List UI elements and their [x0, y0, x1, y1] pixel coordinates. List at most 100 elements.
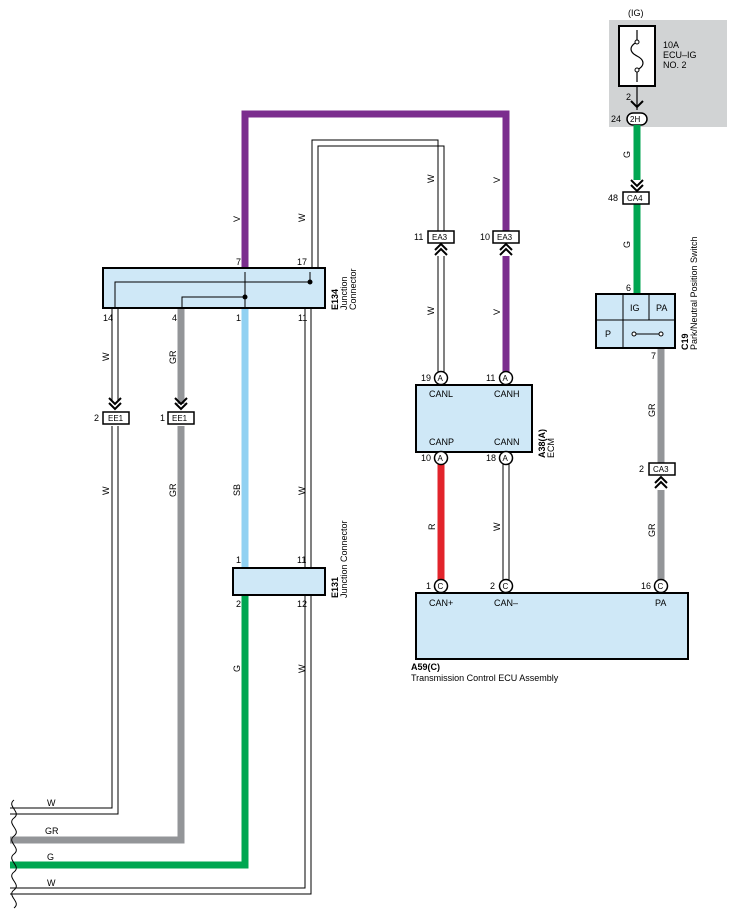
- e134-pin-7: 7: [236, 257, 241, 267]
- e134-code: E134: [330, 289, 340, 310]
- e131-code: E131: [330, 577, 340, 598]
- ecm-terminal-canp: [433, 450, 449, 466]
- wire-label-sb: SB: [232, 484, 242, 496]
- tcm-terminal-pa-letter: C: [658, 582, 664, 591]
- output-label-1: W: [47, 798, 56, 808]
- ecm-terminal-canl-letter: A: [438, 374, 444, 383]
- connector-ca4: [622, 191, 650, 205]
- wire-label-v-1: V: [232, 216, 242, 222]
- c19-p: P: [605, 329, 611, 339]
- tcm-box: [415, 592, 689, 660]
- connector-ee1-left: [102, 411, 130, 425]
- wire-label-gr-4: GR: [168, 483, 178, 497]
- wire-label-w-8: W: [297, 664, 307, 673]
- ecm-code: A38(A): [537, 429, 547, 458]
- fuse-name: ECU–IG: [663, 50, 697, 60]
- wire-v-purple-top: [241, 110, 510, 268]
- e131-pin-2: 2: [236, 599, 241, 609]
- wire-label-w-2: W: [426, 174, 436, 183]
- tcm-pin-1: 1: [426, 581, 431, 591]
- wire-label-w-1: W: [297, 213, 307, 222]
- wire-label-r: R: [427, 523, 437, 530]
- wire-label-gr-3: GR: [168, 350, 178, 364]
- tcm-terminal-canp: [433, 578, 449, 594]
- wire-label-gr-1: GR: [647, 403, 657, 417]
- e134-pin-4: 4: [172, 313, 177, 323]
- output-label-2: GR: [45, 826, 59, 836]
- tcm-name: Transmission Control ECU Assembly: [411, 673, 559, 683]
- e134-name-line1: Junction: [339, 276, 349, 310]
- wire-label-g-3: G: [232, 665, 242, 672]
- connector-ea3-right-pin: 10: [480, 232, 490, 242]
- connector-ea3-left-pin: 11: [414, 232, 423, 242]
- wire-label-gr-2: GR: [647, 523, 657, 537]
- wire-label-v-3: V: [492, 309, 502, 315]
- output-label-3: G: [47, 852, 54, 862]
- c19-park-neutral-switch: [595, 293, 676, 349]
- ecm-terminal-canh: [498, 370, 514, 386]
- connector-ca3: [648, 462, 676, 476]
- connector-ee1-right-pin: 1: [160, 413, 165, 423]
- tcm-canp: CAN+: [429, 598, 453, 608]
- wire-label-w-3: W: [426, 306, 436, 315]
- wire-w-loop-17: [311, 139, 445, 268]
- fuse-pin-2: 2: [626, 92, 631, 102]
- connector-2h-label: 2H: [630, 115, 640, 124]
- wire-w-canl: [437, 256, 445, 372]
- tcm-pin-16: 16: [641, 581, 651, 591]
- output-label-4: W: [47, 878, 56, 888]
- wire-w-output-1: [10, 426, 119, 815]
- tcm-pa: PA: [655, 598, 666, 608]
- connector-ca3-label: CA3: [653, 465, 669, 474]
- ecm-pin-19: 19: [421, 373, 431, 383]
- chevron-down-icon: [174, 397, 188, 411]
- e134-pin-11: 11: [298, 313, 307, 323]
- tcm-terminal-cann: [498, 578, 514, 594]
- connector-ee1-left-pin: 2: [94, 413, 99, 423]
- e134-pin-14: 14: [103, 313, 113, 323]
- chevron-up-icon: [434, 242, 448, 256]
- c19-name: Park/Neutral Position Switch: [689, 236, 699, 350]
- ecm-canl: CANL: [429, 389, 453, 399]
- chevron-down-icon: [630, 179, 644, 193]
- ecm-pin-10: 10: [421, 453, 431, 463]
- chevron-up-icon: [499, 242, 513, 256]
- chevron-down-icon: [630, 100, 644, 109]
- c19-pa: PA: [656, 303, 667, 313]
- fuse-rating: 10A: [663, 40, 679, 50]
- wire-labels: V W W V W V G G GR GR W GR W GR SB W R W…: [101, 151, 657, 673]
- c19-contact-right: [658, 331, 664, 337]
- wire-label-g-1: G: [622, 151, 632, 158]
- tcm-pin-2: 2: [490, 581, 495, 591]
- c19-contact-left: [631, 331, 637, 337]
- fuse-terminal-top: [634, 39, 640, 45]
- tcm-terminal-cann-letter: C: [503, 582, 509, 591]
- e134-splice-dot: [307, 279, 313, 285]
- fuse-name-number: NO. 2: [663, 60, 687, 70]
- wire-w-e134-11: [304, 308, 312, 568]
- c19-ig: IG: [630, 303, 640, 313]
- ecm-name: ECM: [546, 438, 556, 458]
- ecm-terminal-cann-letter: A: [503, 454, 509, 463]
- ecm-terminal-canh-letter: A: [503, 374, 509, 383]
- e134-junction-connector: [102, 267, 326, 309]
- wire-w-cann: [502, 464, 510, 580]
- ecm-box: [415, 384, 533, 453]
- connector-ca4-pin: 48: [608, 193, 618, 203]
- ecm-pin-11: 11: [486, 373, 495, 383]
- wire-label-w-4: W: [101, 352, 111, 361]
- tcm-code: A59(C): [411, 662, 440, 672]
- e134-splice-dot: [242, 294, 248, 300]
- e131-pin-11: 11: [297, 555, 306, 565]
- ecm-terminal-canp-letter: A: [438, 454, 444, 463]
- wire-label-w-7: W: [492, 522, 502, 531]
- tcm-terminal-pa: [653, 578, 669, 594]
- tcm-cann: CAN–: [494, 598, 518, 608]
- c19-pin-6: 6: [626, 283, 631, 293]
- fuse-terminal-bottom: [634, 67, 640, 73]
- ecm-pin-18: 18: [486, 453, 496, 463]
- connector-ea3-left-label: EA3: [432, 233, 448, 242]
- ecm-terminal-cann: [498, 450, 514, 466]
- connector-2h-pin: 24: [611, 114, 621, 124]
